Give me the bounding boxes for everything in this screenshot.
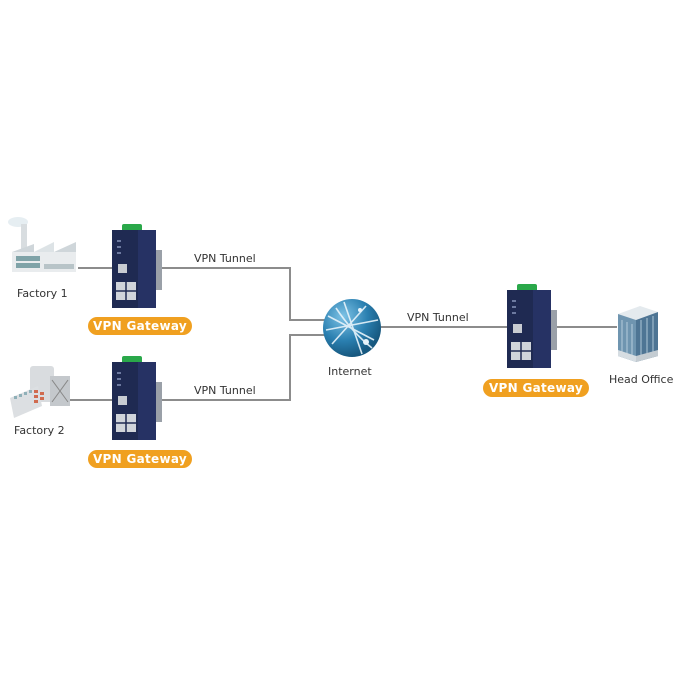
factory-icon bbox=[8, 217, 76, 272]
factory1-node bbox=[4, 212, 80, 278]
internet-node bbox=[322, 298, 382, 358]
industrial-router-icon bbox=[112, 356, 162, 440]
factory1-label: Factory 1 bbox=[17, 287, 68, 300]
industrial-router-icon bbox=[507, 284, 557, 368]
tunnel3-label: VPN Tunnel bbox=[407, 311, 469, 324]
factory2-label: Factory 2 bbox=[14, 424, 65, 437]
gateway1-badge: VPN Gateway bbox=[88, 317, 192, 335]
gateway3-device bbox=[503, 282, 561, 370]
internet-label: Internet bbox=[328, 365, 372, 378]
gateway1-device bbox=[108, 222, 166, 310]
globe-icon bbox=[323, 299, 381, 357]
office-building-icon bbox=[618, 306, 658, 362]
headoffice-node bbox=[614, 300, 660, 366]
factory2-node bbox=[8, 360, 72, 420]
link-gateway1-internet bbox=[160, 267, 326, 321]
gateway3-badge: VPN Gateway bbox=[483, 379, 589, 397]
tunnel1-label: VPN Tunnel bbox=[194, 252, 256, 265]
gateway2-device bbox=[108, 354, 166, 442]
industrial-plant-icon bbox=[10, 366, 70, 418]
headoffice-label: Head Office bbox=[609, 373, 673, 386]
industrial-router-icon bbox=[112, 224, 162, 308]
gateway2-badge: VPN Gateway bbox=[88, 450, 192, 468]
link-gateway2-internet bbox=[160, 334, 326, 401]
tunnel2-label: VPN Tunnel bbox=[194, 384, 256, 397]
